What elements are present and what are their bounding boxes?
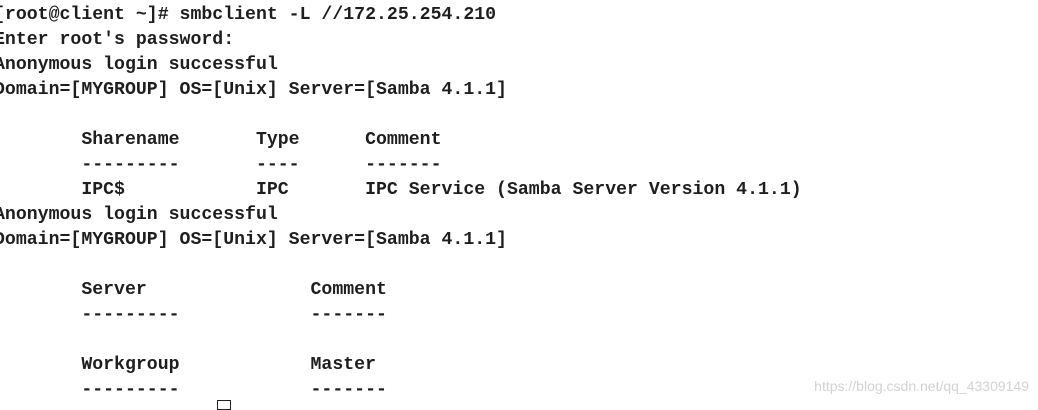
terminal-line-command: [root@client ~]# smbclient -L //172.25.2… [0, 5, 497, 25]
share-table-header: Sharename Type Comment [0, 130, 442, 150]
terminal-line-domain-info: Domain=[MYGROUP] OS=[Unix] Server=[Samba… [0, 80, 507, 100]
share-table-divider: --------- ---- ------- [0, 155, 442, 175]
terminal-line-login-status: Anonymous login successful [0, 205, 278, 225]
terminal-line-domain-info: Domain=[MYGROUP] OS=[Unix] Server=[Samba… [0, 230, 507, 250]
server-table-header: Server Comment [0, 280, 387, 300]
workgroup-table-divider: --------- ------- [0, 380, 387, 400]
terminal-line-blank [0, 253, 1038, 278]
terminal-cursor [217, 400, 231, 410]
share-table-row: IPC$ IPC IPC Service (Samba Server Versi… [0, 180, 802, 200]
workgroup-table-header: Workgroup Master [0, 355, 376, 375]
terminal-line-blank [0, 103, 1038, 128]
terminal-line-blank [0, 328, 1038, 353]
terminal-line-password-prompt: Enter root's password: [0, 30, 235, 50]
terminal-line-login-status: Anonymous login successful [0, 55, 278, 75]
terminal-output[interactable]: [root@client ~]# smbclient -L //172.25.2… [0, 3, 1038, 406]
server-table-divider: --------- ------- [0, 305, 387, 325]
watermark-url: https://blog.csdn.net/qq_43309149 [814, 378, 1029, 394]
